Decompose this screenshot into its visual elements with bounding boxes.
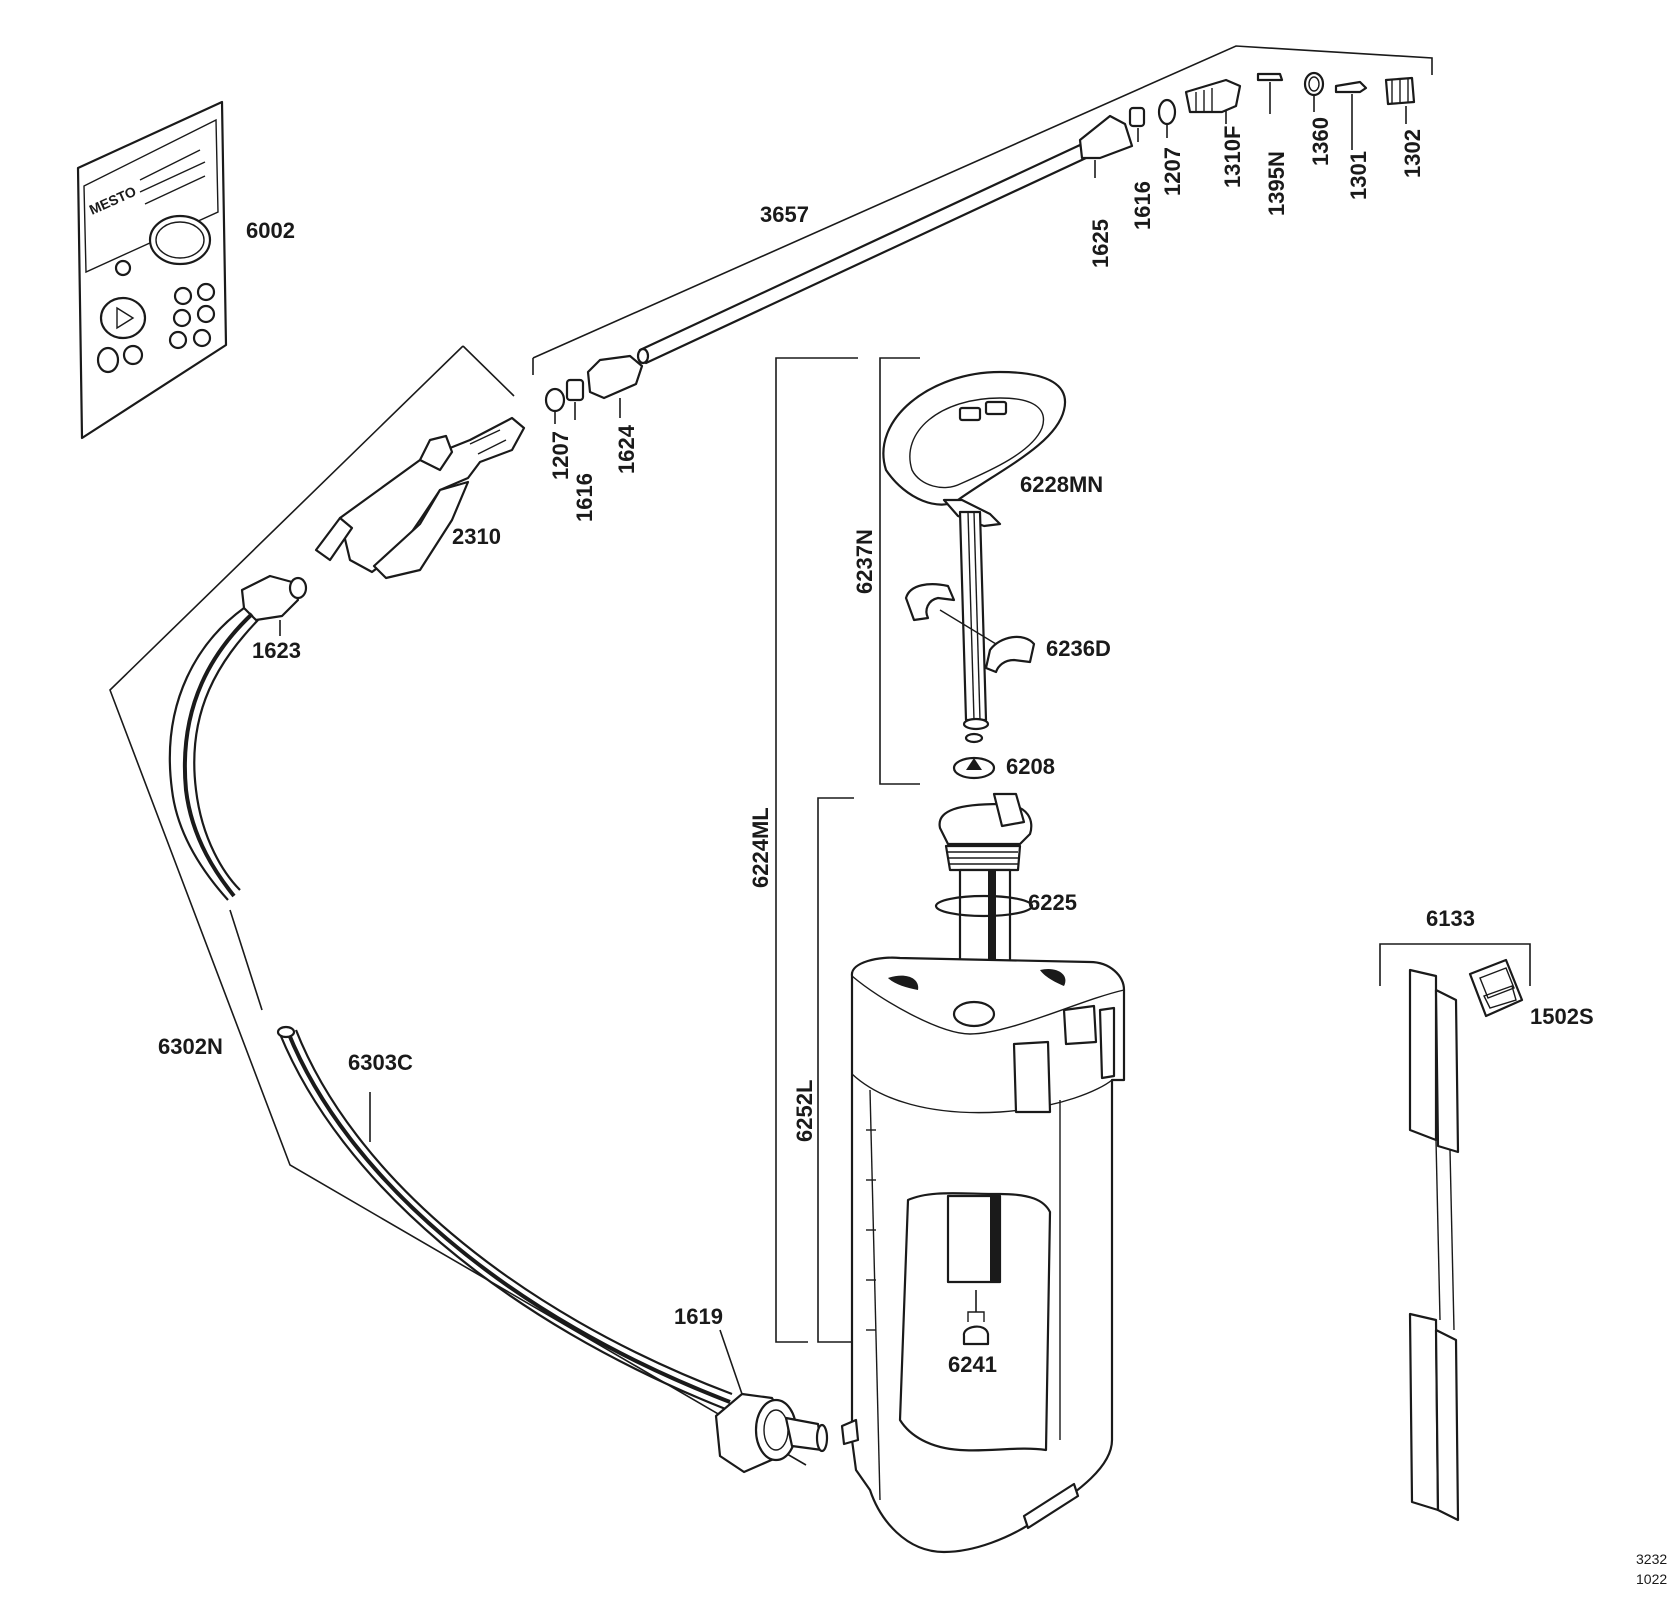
label-1310F: 1310F — [1220, 126, 1245, 188]
label-1502S: 1502S — [1530, 1004, 1594, 1029]
drawing-code-line2: 1022 — [1636, 1571, 1667, 1587]
label-1625: 1625 — [1088, 219, 1113, 268]
label-1616-upper: 1616 — [1130, 181, 1155, 230]
label-6208: 6208 — [1006, 754, 1055, 779]
fitting-1616-upper — [1128, 106, 1146, 128]
lance-tube — [636, 143, 1088, 365]
label-1301: 1301 — [1346, 151, 1371, 200]
label-1395N: 1395N — [1264, 151, 1289, 216]
label-1207-lower: 1207 — [548, 431, 573, 480]
label-1360: 1360 — [1308, 117, 1333, 166]
washer-1207-upper — [1157, 98, 1177, 126]
label-1616-lower: 1616 — [572, 473, 597, 522]
fitting-1616-lower — [565, 378, 585, 402]
pump-handle-6228MN — [882, 370, 1067, 528]
label-6303C: 6303C — [348, 1050, 413, 1075]
label-6241: 6241 — [948, 1352, 997, 1377]
hose-connector-1619 — [714, 1392, 829, 1474]
bracket-6224ML — [775, 357, 858, 1343]
hose-6302N — [168, 607, 263, 1011]
o-ring-6225 — [934, 894, 1034, 918]
label-3657: 3657 — [760, 202, 809, 227]
washer-1207-lower — [544, 387, 566, 413]
label-1623: 1623 — [252, 638, 301, 663]
nut-1625 — [1078, 114, 1134, 160]
hose-nut-1623 — [240, 574, 308, 622]
bracket-6252L — [817, 797, 854, 1343]
lance-group-bracket — [532, 45, 1433, 375]
label-6228MN: 6228MN — [1020, 472, 1103, 497]
screw-1301 — [1334, 80, 1368, 94]
ring-1360 — [1303, 71, 1325, 97]
label-2310: 2310 — [452, 524, 501, 549]
label-6302N: 6302N — [158, 1034, 223, 1059]
bracket-6237N — [879, 357, 920, 785]
nozzle-1310F — [1184, 78, 1242, 114]
internal-hose-6303C — [276, 1025, 733, 1412]
pump-rod — [958, 510, 990, 744]
nut-1624 — [586, 354, 644, 400]
bracket-6133 — [1379, 943, 1531, 986]
buckle-1502S — [1468, 958, 1524, 1018]
label-6002: 6002 — [246, 218, 295, 243]
label-6252L: 6252L — [792, 1080, 817, 1142]
label-1619: 1619 — [674, 1304, 723, 1329]
label-6225: 6225 — [1028, 890, 1077, 915]
label-1302: 1302 — [1400, 129, 1425, 178]
label-1207-upper: 1207 — [1160, 147, 1185, 196]
label-6236D: 6236D — [1046, 636, 1111, 661]
label-1624: 1624 — [614, 424, 639, 474]
tank-6252L — [840, 956, 1126, 1554]
trigger-handle — [314, 416, 526, 580]
label-6237N: 6237N — [852, 529, 877, 594]
seal-kit-bag: MESTO — [76, 100, 228, 440]
label-6133: 6133 — [1426, 906, 1475, 931]
pin-1395N — [1256, 72, 1284, 82]
strap-6133 — [1408, 968, 1460, 1522]
label-6224ML: 6224ML — [748, 807, 773, 888]
drawing-code-line1: 3232 — [1636, 1551, 1667, 1567]
valve-6208 — [952, 756, 996, 780]
hose-group-bracket — [109, 345, 807, 1466]
clip-6236D — [904, 583, 1036, 674]
